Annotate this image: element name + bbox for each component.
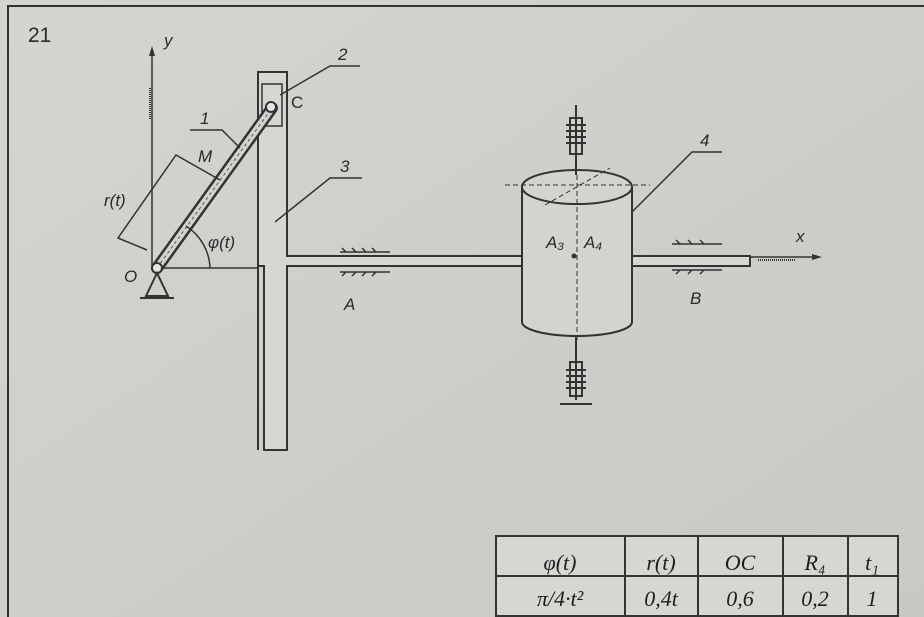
value-r: 0,4t (644, 586, 679, 611)
slider-slot (261, 83, 283, 127)
body-3-label: 3 (340, 157, 350, 176)
value-t1: 1 (867, 586, 878, 611)
r-label: r(t) (104, 191, 126, 210)
phi-arc (185, 225, 211, 269)
header-r: r(t) (646, 550, 675, 575)
y-axis: y (149, 31, 174, 270)
guide-hatching (340, 239, 722, 277)
header-oc: OC (725, 550, 756, 575)
body-1-label: 1 (200, 109, 209, 128)
pin-support (144, 270, 170, 297)
value-oc: 0,6 (726, 586, 754, 611)
value-r4: 0,2 (801, 586, 829, 611)
phi-label: φ(t) (208, 233, 235, 252)
top-spring-support (566, 105, 586, 175)
point-a3-label: A₃ (545, 233, 564, 252)
header-r4: R₄ (803, 550, 825, 575)
x-axis-label: x (795, 227, 805, 246)
origin-label: O (124, 267, 137, 286)
leader-lines (190, 65, 722, 223)
slider-c (265, 101, 277, 113)
y-axis-label: y (163, 31, 174, 50)
x-axis: x (160, 227, 822, 269)
point-c-label: C (291, 93, 303, 112)
r-dimension (116, 154, 221, 251)
header-t1: t₁ (865, 550, 879, 575)
support-a-label: A (343, 295, 355, 314)
point-a4-label: A₄ (583, 233, 602, 252)
point-m-label: M (198, 147, 213, 166)
data-table: φ(t) r(t) OC R₄ t₁ π/4·t² 0,4t 0,6 0,2 1 (495, 535, 899, 617)
body-4-cylinder (505, 167, 650, 340)
body-2-label: 2 (337, 45, 348, 64)
body-4-label: 4 (700, 131, 709, 150)
body-1-rod (140, 101, 278, 299)
bottom-spring-support (560, 335, 592, 405)
header-phi: φ(t) (544, 550, 577, 575)
problem-number: 21 (28, 24, 51, 47)
frame-border (7, 5, 924, 617)
support-b-label: B (690, 289, 701, 308)
value-phi: π/4·t² (537, 586, 584, 611)
